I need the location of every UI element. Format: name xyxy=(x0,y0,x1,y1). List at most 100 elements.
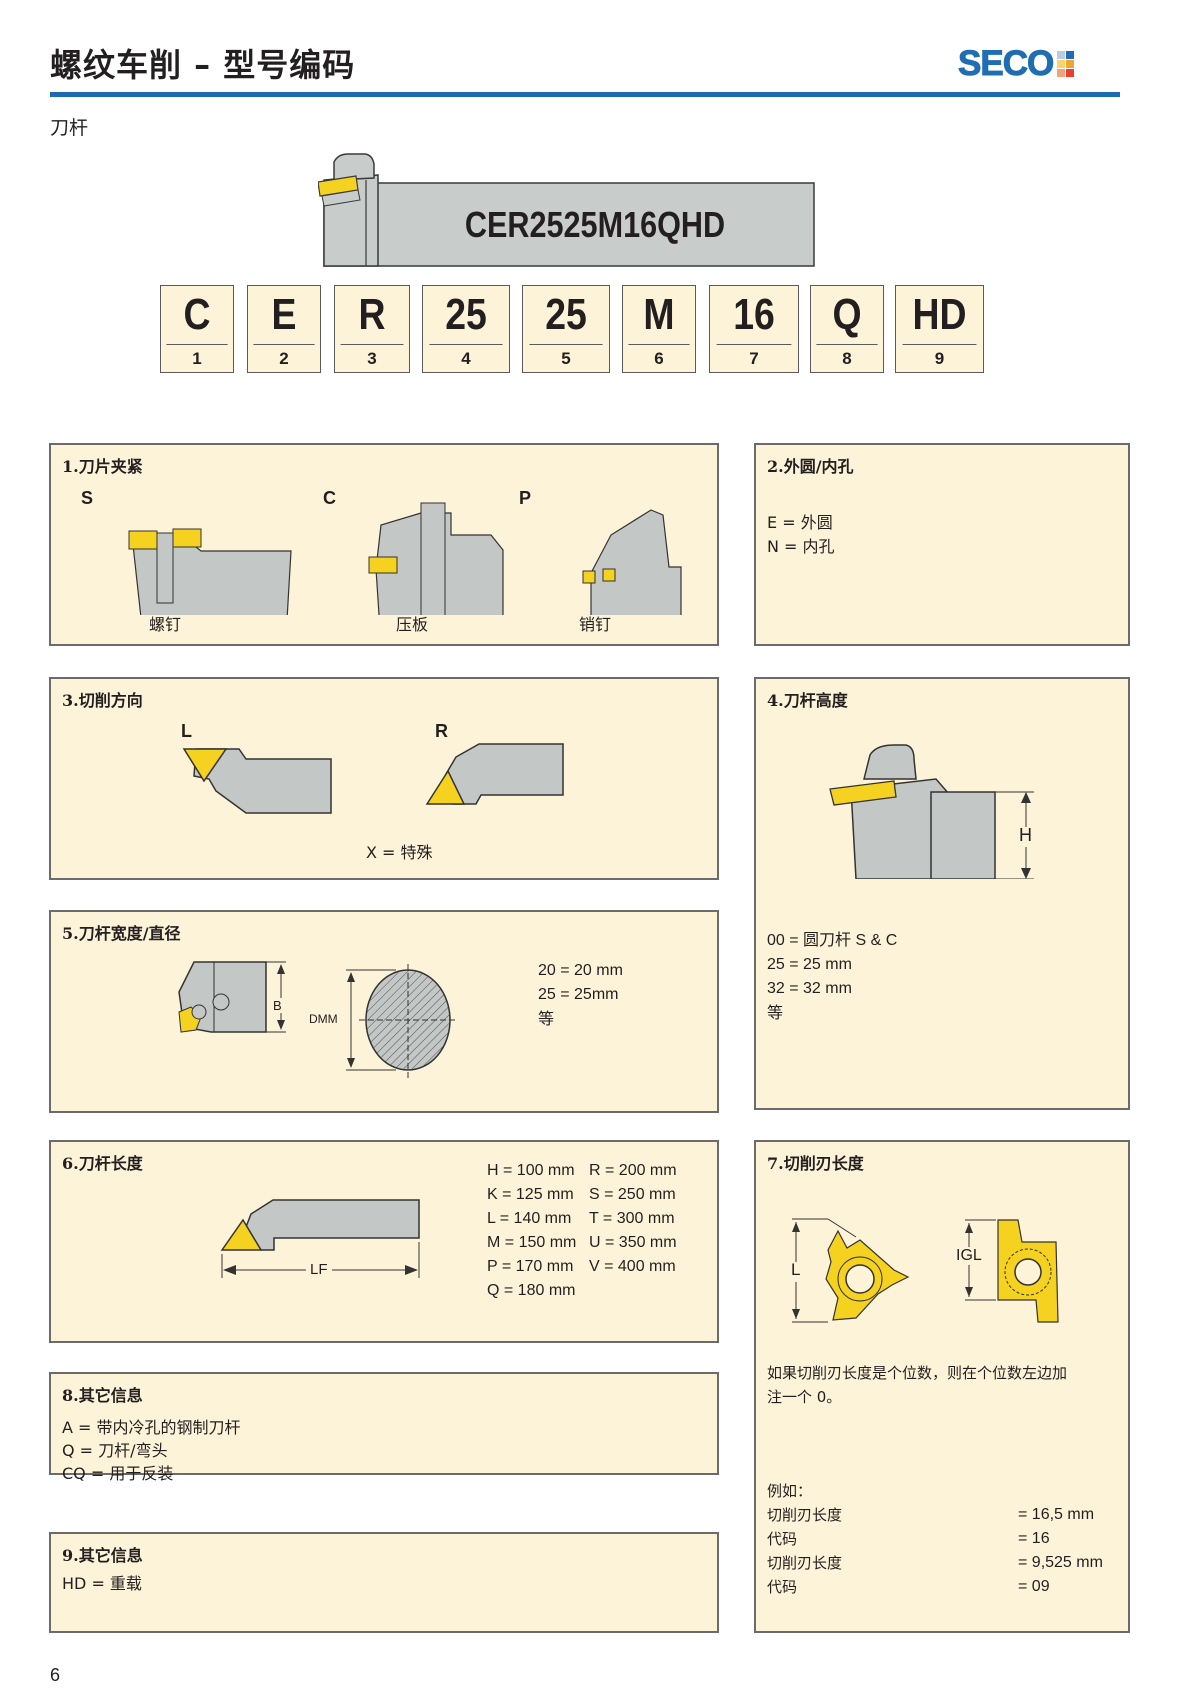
cutting-edge-illustrations xyxy=(789,1218,1059,1323)
panel-title: 5.刀杆宽度/直径 xyxy=(62,924,181,943)
option-code-c: C xyxy=(323,488,336,508)
panel-shank-width: 5.刀杆宽度/直径 B DMM 20 = 20 mm 25 = 25mm 等 xyxy=(49,910,719,1113)
length-code: H = 100 mm xyxy=(487,1162,575,1179)
panel-title: 7.切削刃长度 xyxy=(767,1154,864,1173)
dim-igl-label: IGL xyxy=(956,1247,982,1265)
option-line: A = 带内冷孔的钢制刀杆 xyxy=(62,1418,241,1437)
dim-l-label: L xyxy=(791,1260,801,1279)
example-label: 代码 xyxy=(767,1578,798,1596)
tool-holder-illustration xyxy=(318,153,815,267)
option-line: N = 内孔 xyxy=(767,537,835,556)
option-line: 25 = 25 mm xyxy=(767,956,852,973)
option-code-s: S xyxy=(81,488,94,508)
length-code: T = 300 mm xyxy=(589,1210,675,1227)
note-line-1: 如果切削刃长度是个位数，则在个位数左边加 xyxy=(767,1364,1068,1382)
panel-cutting-direction: 3.切削方向 L R X = 特殊 xyxy=(49,677,719,880)
dim-lf-label: LF xyxy=(310,1261,328,1278)
panel-shank-length: 6.刀杆长度 LF H = 100 mm K = 125 mm L = 140 … xyxy=(49,1140,719,1343)
panel-title: 3.切削方向 xyxy=(62,691,143,710)
page-number: 6 xyxy=(50,1665,61,1685)
option-line: 32 = 32 mm xyxy=(767,980,852,997)
example-code-label: CER2525M16QHD xyxy=(464,203,726,245)
logo-color-blocks-icon xyxy=(1057,51,1075,77)
example-label: 代码 xyxy=(767,1530,798,1548)
screw-clamp-icon xyxy=(128,528,292,615)
length-code: R = 200 mm xyxy=(589,1162,677,1179)
panel-insert-clamping: 1.刀片夹紧 S C P 螺钉 压板 销钉 xyxy=(49,443,719,646)
option-caption-screw: 螺钉 xyxy=(149,615,182,634)
length-code: M = 150 mm xyxy=(487,1234,577,1251)
option-line: Q = 刀杆/弯头 xyxy=(62,1441,168,1460)
length-code: U = 350 mm xyxy=(589,1234,677,1251)
clamping-illustrations xyxy=(128,502,682,615)
clamp-plate-icon xyxy=(368,502,504,615)
section-subtitle: 刀杆 xyxy=(50,117,89,139)
panel-title: 4.刀杆高度 xyxy=(767,691,848,710)
option-caption-clamp: 压板 xyxy=(396,615,429,634)
option-line: HD = 重载 xyxy=(62,1574,142,1593)
shank-width-illustration xyxy=(178,961,457,1078)
panel-external-internal: 2.外圆/内孔 E = 外圆 N = 内孔 xyxy=(754,443,1130,646)
length-code: P = 170 mm xyxy=(487,1258,574,1275)
option-line: 00 = 圆刀杆 S & C xyxy=(767,932,898,949)
example-heading: 例如： xyxy=(767,1482,813,1500)
option-line: 25 = 25mm xyxy=(538,986,619,1003)
panel-title: 2.外圆/内孔 xyxy=(767,457,854,476)
page-title: 螺纹车削 – 型号编码 xyxy=(50,46,356,84)
option-line: E = 外圆 xyxy=(767,513,833,532)
pin-clamp-icon xyxy=(582,509,682,615)
dim-h-label: H xyxy=(1019,825,1032,845)
logo-text: SECO xyxy=(957,44,1054,84)
dim-dmm-label: DMM xyxy=(309,1012,338,1026)
right-hand-label: R xyxy=(435,721,448,741)
panel-shank-height: 4.刀杆高度 H 00 = 圆刀杆 S & C 25 = 25 mm 32 = … xyxy=(754,677,1130,1110)
option-line: CQ = 用于反装 xyxy=(62,1464,174,1483)
length-code: Q = 180 mm xyxy=(487,1282,576,1299)
seco-logo: SECO xyxy=(957,44,1075,84)
option-code-p: P xyxy=(519,488,532,508)
right-hand-tool-icon xyxy=(425,743,564,805)
option-line: 等 xyxy=(767,1003,784,1022)
triangular-insert-icon xyxy=(789,1218,910,1323)
laydown-insert-icon xyxy=(965,1219,1059,1323)
length-code: L = 140 mm xyxy=(487,1210,572,1227)
header-rule xyxy=(50,92,1120,97)
panel-cutting-edge-length: 7.切削刃长度 L IGL 如果切削刃长度是个位数，则在个位数左边加 注一个 0 xyxy=(754,1140,1130,1633)
length-code: V = 400 mm xyxy=(589,1258,676,1275)
option-line: 等 xyxy=(538,1009,555,1028)
length-code: K = 125 mm xyxy=(487,1186,574,1203)
cutting-direction-illustrations xyxy=(182,743,564,814)
shank-height-illustration xyxy=(829,744,1035,879)
panel-title: 6.刀杆长度 xyxy=(62,1154,143,1173)
left-hand-tool-icon xyxy=(182,748,332,814)
left-hand-label: L xyxy=(181,721,192,741)
example-label: 切削刃长度 xyxy=(767,1506,843,1524)
panel-other-info-8: 8.其它信息 A = 带内冷孔的钢制刀杆 Q = 刀杆/弯头 CQ = 用于反装 xyxy=(49,1372,719,1483)
panel-other-info-9: 9.其它信息 HD = 重载 xyxy=(49,1532,719,1633)
dim-b-label: B xyxy=(273,998,282,1013)
example-value: = 9,525 mm xyxy=(1018,1554,1103,1571)
panel-title: 9.其它信息 xyxy=(62,1546,143,1565)
option-line: 20 = 20 mm xyxy=(538,962,623,979)
length-code: S = 250 mm xyxy=(589,1186,676,1203)
special-note: X = 特殊 xyxy=(366,843,433,862)
example-value: = 16 xyxy=(1018,1530,1050,1547)
example-value: = 16,5 mm xyxy=(1018,1506,1095,1523)
example-value: = 09 xyxy=(1018,1578,1050,1595)
panel-title: 1.刀片夹紧 xyxy=(62,457,143,476)
shank-length-illustration xyxy=(220,1199,420,1278)
panel-title: 8.其它信息 xyxy=(62,1386,143,1405)
note-line-2: 注一个 0。 xyxy=(767,1388,842,1406)
example-label: 切削刃长度 xyxy=(767,1554,843,1572)
option-caption-pin: 销钉 xyxy=(579,615,612,634)
